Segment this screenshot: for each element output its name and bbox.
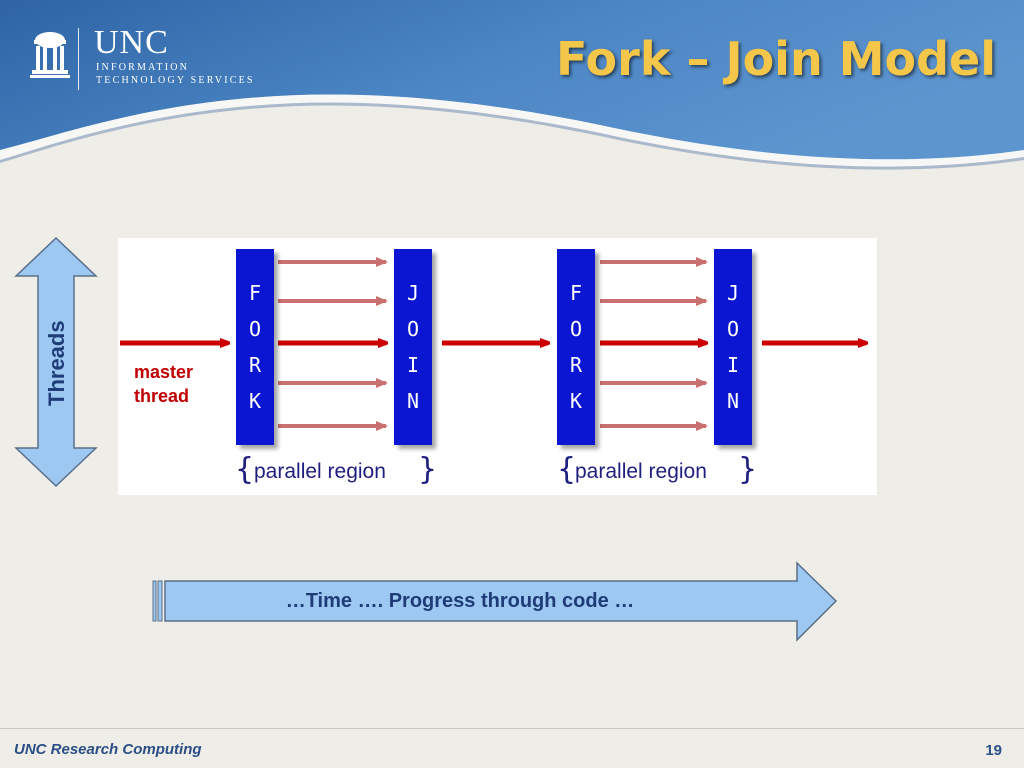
block-letter: J	[406, 281, 420, 305]
unc-logo	[26, 26, 286, 92]
block-letter: O	[726, 317, 740, 341]
slide-title: Fork – Join Model	[556, 32, 996, 86]
header-banner: UNC INFORMATION TECHNOLOGY SERVICES Fork…	[0, 0, 1024, 175]
block-letter: K	[248, 389, 262, 413]
block-letter: O	[569, 317, 583, 341]
old-well-icon	[30, 32, 70, 78]
logo-subtitle-line1: INFORMATION	[96, 62, 190, 73]
block-letter: I	[726, 353, 740, 377]
block-letter: R	[569, 353, 583, 377]
join-block-1: J O I N	[394, 249, 432, 445]
master-label-line2: thread	[134, 386, 190, 406]
right-brace-2: }	[738, 452, 758, 487]
logo-subtitle-line2: TECHNOLOGY SERVICES	[96, 75, 255, 86]
master-label-line1: master	[134, 362, 194, 382]
slide-number: 19	[985, 742, 1002, 759]
header-wave-graphic	[0, 0, 1024, 170]
parallel-region-label-1: parallel region	[254, 460, 386, 483]
logo-divider	[78, 28, 79, 90]
block-letter: K	[569, 389, 583, 413]
block-letter: N	[406, 389, 420, 413]
fork-block-2: F O R K	[557, 249, 595, 445]
right-brace-1: }	[418, 452, 438, 487]
block-letter: I	[406, 353, 420, 377]
block-letter: F	[569, 281, 583, 305]
time-progress-label: …Time …. Progress through code …	[285, 590, 635, 612]
block-letter: O	[406, 317, 420, 341]
left-brace-1: {	[235, 452, 255, 487]
block-letter: N	[726, 389, 740, 413]
block-letter: R	[248, 353, 262, 377]
logo-wordmark: UNC	[94, 24, 169, 61]
parallel-region-label-2: parallel region	[575, 460, 707, 483]
master-thread-label: master thread	[134, 360, 193, 408]
block-letter: O	[248, 317, 262, 341]
left-brace-2: {	[557, 452, 577, 487]
block-letter: J	[726, 281, 740, 305]
block-letter: F	[248, 281, 262, 305]
footer-org-name: UNC Research Computing	[14, 741, 202, 758]
threads-label: Threads	[44, 320, 69, 406]
footer-divider	[0, 728, 1024, 729]
fork-block-1: F O R K	[236, 249, 274, 445]
join-block-2: J O I N	[714, 249, 752, 445]
